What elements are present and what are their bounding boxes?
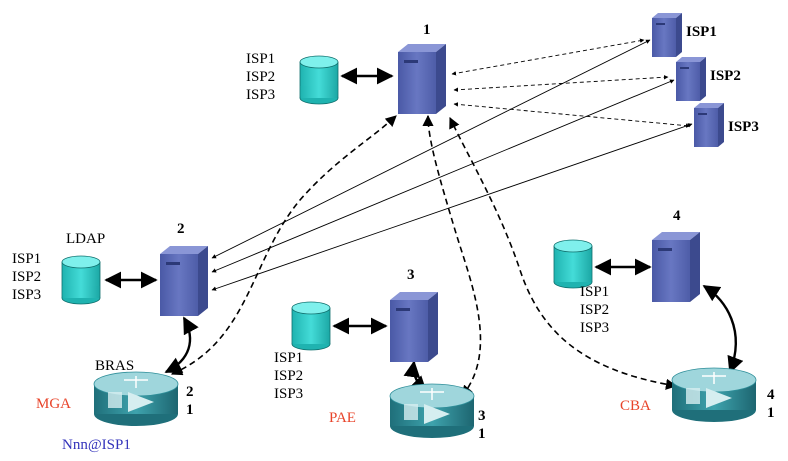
mga-label: MGA bbox=[36, 396, 72, 412]
server-3 bbox=[390, 292, 438, 362]
pae-number-bottom: 1 bbox=[478, 426, 486, 442]
database-4 bbox=[553, 239, 593, 289]
db4-label-isp1: ISP1 bbox=[580, 284, 610, 300]
server1-number: 1 bbox=[423, 22, 431, 38]
database-3 bbox=[291, 301, 331, 351]
server3-db-labels: ISP1 ISP2 ISP3 bbox=[274, 349, 303, 403]
link-server1-isp1 bbox=[451, 38, 645, 76]
server4-number: 4 bbox=[673, 208, 681, 224]
connections bbox=[104, 38, 744, 397]
server2-db-labels: ISP1 ISP2 ISP3 bbox=[12, 250, 41, 304]
server-2 bbox=[160, 246, 208, 316]
cba-label: CBA bbox=[620, 398, 651, 414]
db2-label-isp3: ISP3 bbox=[12, 287, 42, 303]
pae-label: PAE bbox=[329, 410, 356, 426]
server4-db-labels: ISP1 ISP2 ISP3 bbox=[580, 283, 609, 337]
db3-label-isp3: ISP3 bbox=[274, 386, 304, 402]
mga-numbers: 2 1 bbox=[186, 383, 194, 419]
bras-label: BRAS bbox=[95, 358, 135, 374]
db2-label-isp2: ISP2 bbox=[12, 269, 42, 285]
db3-label-isp1: ISP1 bbox=[274, 350, 304, 366]
server2-number: 2 bbox=[177, 221, 185, 237]
server-1 bbox=[398, 44, 446, 114]
link-server2-isp2 bbox=[211, 79, 675, 273]
ldap-label: LDAP bbox=[66, 231, 106, 247]
server1-db-labels: ISP1 ISP2 ISP3 bbox=[246, 50, 275, 104]
db1-label-isp2: ISP2 bbox=[246, 69, 276, 85]
isp1-server bbox=[652, 13, 682, 57]
link-cba-server4 bbox=[702, 284, 744, 374]
link-cba-server1 bbox=[449, 116, 678, 390]
mga-number-top: 2 bbox=[186, 384, 194, 400]
router-cba bbox=[671, 367, 757, 422]
isp1-server-label: ISP1 bbox=[686, 24, 717, 40]
router-pae bbox=[389, 383, 475, 438]
database-1 bbox=[299, 55, 339, 105]
isp2-server-label: ISP2 bbox=[710, 68, 741, 84]
db3-label-isp2: ISP2 bbox=[274, 368, 304, 384]
user-label: Nnn@ISP1 bbox=[62, 437, 131, 453]
db1-label-isp3: ISP3 bbox=[246, 87, 276, 103]
mga-number-bottom: 1 bbox=[186, 402, 194, 418]
link-server1-isp2 bbox=[453, 74, 669, 93]
link-mga-server2 bbox=[164, 316, 199, 374]
isp2-server bbox=[676, 57, 706, 101]
db4-label-isp3: ISP3 bbox=[580, 320, 610, 336]
db1-label-isp1: ISP1 bbox=[246, 51, 276, 67]
isp3-server bbox=[694, 103, 724, 147]
isp3-server-label: ISP3 bbox=[728, 119, 759, 135]
server3-number: 3 bbox=[407, 267, 415, 283]
link-server2-isp3 bbox=[211, 123, 693, 291]
db4-label-isp2: ISP2 bbox=[580, 302, 610, 318]
link-mga-server1 bbox=[170, 115, 397, 376]
pae-numbers: 3 1 bbox=[478, 407, 486, 443]
pae-number-top: 3 bbox=[478, 408, 486, 424]
server-4 bbox=[652, 232, 700, 302]
router-mga bbox=[93, 371, 179, 426]
database-2 bbox=[61, 255, 101, 305]
cba-numbers: 4 1 bbox=[767, 386, 775, 422]
db2-label-isp1: ISP1 bbox=[12, 251, 42, 267]
cba-number-bottom: 1 bbox=[767, 405, 775, 421]
cba-number-top: 4 bbox=[767, 387, 775, 403]
